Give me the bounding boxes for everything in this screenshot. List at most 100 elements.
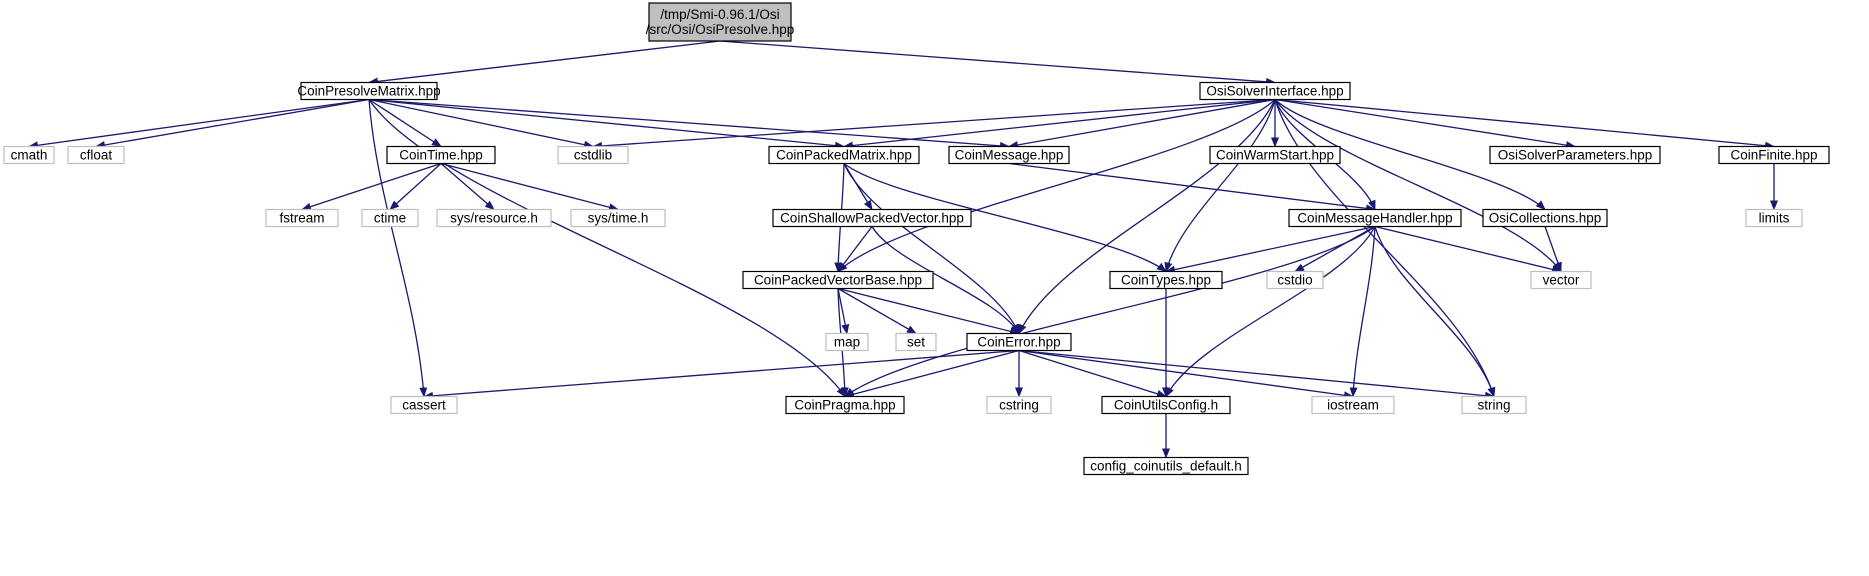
node-coin_pragma[interactable]: CoinPragma.hpp: [785, 395, 905, 415]
node-box-cstring: [986, 395, 1052, 415]
node-label-coin_error: CoinError.hpp: [977, 335, 1060, 350]
edge-presolve_matrix-to-coin_pragma: [368, 99, 846, 398]
node-coin_packed_vector_base[interactable]: CoinPackedVectorBase.hpp: [742, 270, 934, 290]
node-label-coin_message: CoinMessage.hpp: [955, 148, 1064, 163]
edge-osi_collections-to-vector: [1544, 226, 1562, 273]
node-box-config_coinutils_default: [1083, 456, 1249, 476]
edge-coin_error-to-string: [1018, 349, 1495, 400]
node-box-coin_message: [948, 145, 1070, 165]
node-root[interactable]: /tmp/Smi-0.96.1/Osi/src/Osi/OsiPresolve.…: [646, 2, 795, 42]
node-label-cstring: cstring: [999, 398, 1039, 413]
node-box-osi_solver_interface: [1199, 81, 1351, 101]
node-box-coin_finite: [1718, 145, 1830, 165]
node-ctime: ctime: [361, 208, 419, 228]
node-label-sys_time: sys/time.h: [588, 211, 649, 226]
node-box-coin_time: [386, 145, 496, 165]
edge-coin_time-to-sys_resource: [440, 163, 495, 211]
node-coin_types[interactable]: CoinTypes.hpp: [1109, 270, 1223, 290]
edge-coin_message_handler-to-cstdio: [1294, 225, 1376, 273]
node-box-coin_warm_start: [1209, 145, 1341, 165]
edge-coin_packed_matrix-to-coin_error: [843, 163, 1020, 335]
node-label-coin_time: CoinTime.hpp: [399, 148, 483, 163]
node-label-root-line-0: /tmp/Smi-0.96.1/Osi: [660, 7, 779, 22]
node-vector: vector: [1530, 270, 1592, 290]
edge-coin_packed_matrix-to-coin_types: [843, 162, 1167, 273]
edge-coin_message-to-coin_message_handler: [1008, 162, 1376, 213]
node-label-coin_packed_vector_base: CoinPackedVectorBase.hpp: [754, 273, 922, 288]
node-label-osi_solver_parameters: OsiSolverParameters.hpp: [1498, 148, 1653, 163]
node-label-fstream: fstream: [279, 211, 324, 226]
node-label-vector: vector: [1543, 273, 1580, 288]
node-box-coin_error: [966, 332, 1072, 352]
node-label-coin_pragma: CoinPragma.hpp: [794, 398, 895, 413]
node-box-ctime: [361, 208, 419, 228]
node-label-ctime: ctime: [374, 211, 406, 226]
node-label-cmath: cmath: [11, 148, 48, 163]
edge-presolve_matrix-to-cfloat: [95, 98, 370, 149]
edge-root-to-osi_solver_interface: [719, 40, 1276, 86]
node-box-map: [825, 332, 869, 352]
edge-osi_solver_interface-to-osi_collections: [1274, 99, 1546, 211]
node-fstream: fstream: [265, 208, 339, 228]
edge-coin_message_handler-to-string: [1374, 226, 1496, 398]
node-box-coin_packed_matrix: [768, 145, 920, 165]
node-box-limits: [1745, 208, 1803, 228]
edges-layer: [28, 40, 1778, 459]
node-label-presolve_matrix: CoinPresolveMatrix.hpp: [297, 84, 440, 99]
node-coin_warm_start[interactable]: CoinWarmStart.hpp: [1209, 145, 1341, 165]
node-coin_error[interactable]: CoinError.hpp: [966, 332, 1072, 352]
node-label-iostream: iostream: [1327, 398, 1379, 413]
edge-coin_shallow-to-coin_error: [871, 226, 1020, 335]
node-label-root-line-1: /src/Osi/OsiPresolve.hpp: [646, 22, 795, 37]
edge-coin_message_handler-to-coin_utils_config: [1165, 226, 1376, 398]
node-label-limits: limits: [1759, 211, 1790, 226]
node-label-coin_types: CoinTypes.hpp: [1121, 273, 1211, 288]
node-cstdio: cstdio: [1266, 270, 1324, 290]
node-string: string: [1461, 395, 1527, 415]
node-osi_solver_interface[interactable]: OsiSolverInterface.hpp: [1199, 81, 1351, 101]
node-presolve_matrix[interactable]: CoinPresolveMatrix.hpp: [297, 81, 441, 101]
node-coin_packed_matrix[interactable]: CoinPackedMatrix.hpp: [768, 145, 920, 165]
node-coin_shallow[interactable]: CoinShallowPackedVector.hpp: [772, 208, 972, 228]
node-box-coin_pragma: [785, 395, 905, 415]
node-box-cassert: [390, 395, 458, 415]
node-box-cfloat: [67, 145, 125, 165]
node-coin_message[interactable]: CoinMessage.hpp: [948, 145, 1070, 165]
node-config_coinutils_default[interactable]: config_coinutils_default.h: [1083, 456, 1249, 476]
nodes-layer: /tmp/Smi-0.96.1/Osi/src/Osi/OsiPresolve.…: [3, 2, 1830, 476]
edge-presolve_matrix-to-coin_time: [368, 98, 442, 148]
node-osi_solver_parameters[interactable]: OsiSolverParameters.hpp: [1489, 145, 1661, 165]
node-box-coin_packed_vector_base: [742, 270, 934, 290]
node-label-string: string: [1477, 398, 1510, 413]
edge-osi_solver_interface-to-coin_message: [1008, 98, 1276, 149]
node-box-presolve_matrix: [300, 81, 438, 101]
node-box-set: [895, 332, 937, 352]
node-sys_time: sys/time.h: [570, 208, 666, 228]
node-label-coin_message_handler: CoinMessageHandler.hpp: [1297, 211, 1452, 226]
node-iostream: iostream: [1311, 395, 1395, 415]
node-cmath: cmath: [3, 145, 55, 165]
node-coin_finite[interactable]: CoinFinite.hpp: [1718, 145, 1830, 165]
edge-presolve_matrix-to-coin_message: [368, 98, 1010, 150]
edge-osi_solver_interface-to-vector: [1274, 99, 1562, 273]
node-osi_collections[interactable]: OsiCollections.hpp: [1482, 208, 1608, 228]
node-box-fstream: [265, 208, 339, 228]
node-box-iostream: [1311, 395, 1395, 415]
edge-coin_packed_vector_base-to-set: [837, 287, 917, 335]
node-label-cstdio: cstdio: [1277, 273, 1312, 288]
node-box-osi_solver_parameters: [1489, 145, 1661, 165]
node-limits: limits: [1745, 208, 1803, 228]
node-box-osi_collections: [1482, 208, 1608, 228]
node-label-coin_utils_config: CoinUtilsConfig.h: [1114, 398, 1218, 413]
edge-coin_error-to-iostream: [1018, 349, 1354, 400]
edge-osi_solver_interface-to-coin_packed_vector_base: [837, 99, 1276, 273]
node-box-coin_shallow: [772, 208, 972, 228]
node-coin_time[interactable]: CoinTime.hpp: [386, 145, 496, 165]
edge-coin_message_handler-to-vector: [1374, 225, 1562, 274]
node-coin_utils_config[interactable]: CoinUtilsConfig.h: [1101, 395, 1231, 415]
node-label-coin_finite: CoinFinite.hpp: [1730, 148, 1817, 163]
node-coin_message_handler[interactable]: CoinMessageHandler.hpp: [1288, 208, 1462, 228]
node-box-coin_utils_config: [1101, 395, 1231, 415]
edge-presolve_matrix-to-cstdlib: [368, 98, 594, 149]
node-box-coin_message_handler: [1288, 208, 1462, 228]
